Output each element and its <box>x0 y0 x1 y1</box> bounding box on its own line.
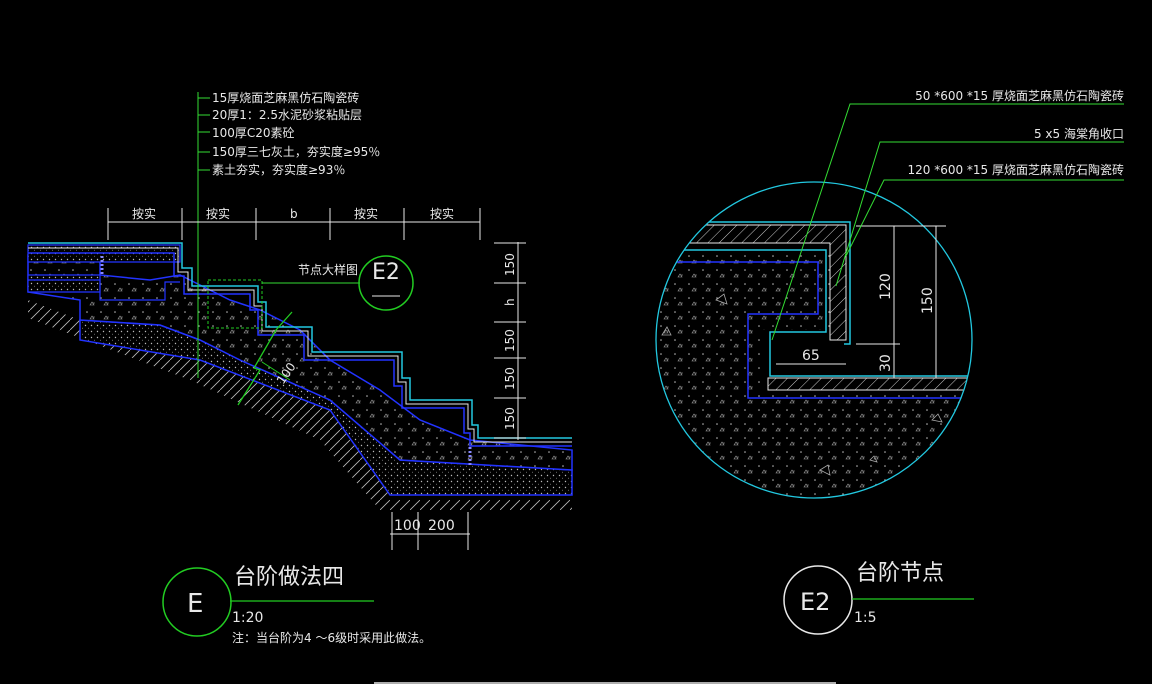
title-block-e2: E2 台阶节点 1:5 <box>783 561 974 635</box>
node-dim-riser: 120 <box>878 273 894 300</box>
top-dim-4: 按实 <box>354 206 378 221</box>
right-dim-2: h <box>503 298 517 306</box>
top-dim-5: 按实 <box>430 206 454 221</box>
layer-leader-ticks <box>198 97 210 171</box>
node-bedding <box>656 261 972 399</box>
node-boundary-circle <box>655 181 973 499</box>
layer-note-4: 150厚三七灰土，夯实度≥95％ <box>212 144 380 159</box>
title-bubble-e <box>162 567 232 637</box>
right-dim-3: 150 <box>503 329 517 352</box>
break-line <box>237 311 293 406</box>
layer-note-1: 15厚烧面芝麻黑仿石陶瓷砖 <box>212 90 359 105</box>
scale-e: 1:20 <box>232 610 263 626</box>
layer-note-5: 素土夯实，夯实度≥93％ <box>212 162 345 177</box>
node-dim-nose: 65 <box>802 348 820 364</box>
node-profile-mid <box>656 249 972 377</box>
scale-e2: 1:5 <box>854 610 877 626</box>
right-dim-4: 150 <box>503 367 517 390</box>
bottom-dimension-chain <box>390 512 470 550</box>
title-e: 台阶做法四 <box>234 565 344 590</box>
layer-note-2: 20厚1：2.5水泥砂浆粘贴层 <box>212 107 362 122</box>
node-dim-total: 150 <box>920 287 936 314</box>
note-e: 注：当台阶为4 ～6级时采用此做法。 <box>232 630 431 645</box>
title-block-e: E 台阶做法四 1:20 注：当台阶为4 ～6级时采用此做法。 <box>162 565 431 645</box>
top-dim-1: 按实 <box>132 206 156 221</box>
callout-label: 节点大样图 <box>298 262 358 277</box>
layer-note-3: 100厚C20素砼 <box>212 126 295 140</box>
top-dim-2: 按实 <box>206 206 230 221</box>
node-label-2: 5 x5 海棠角收口 <box>1034 126 1124 141</box>
top-dim-3: b <box>290 207 298 221</box>
step-profile-white <box>28 247 572 443</box>
right-dimension-chain <box>494 242 526 440</box>
lime-soil-layer <box>79 319 573 496</box>
detail-e-section: 100 15厚烧面芝麻黑仿石陶瓷砖 20厚1：2.5水泥砂浆粘贴层 100厚C2… <box>27 90 573 550</box>
node-dimension-lines <box>776 225 946 379</box>
bottom-dim-1: 100 <box>394 518 421 534</box>
node-concrete <box>656 250 972 498</box>
node-leader-1 <box>771 103 1124 341</box>
node-profile-top <box>656 221 851 345</box>
node-tread-tile <box>767 377 972 391</box>
title-id-e: E <box>187 589 203 619</box>
layer-notes: 15厚烧面芝麻黑仿石陶瓷砖 20厚1：2.5水泥砂浆粘贴层 100厚C20素砼 … <box>212 90 380 177</box>
bottom-dim-2: 200 <box>428 518 455 534</box>
slab-dim-line <box>261 361 291 381</box>
title-bubble-e2 <box>783 565 853 635</box>
bedding-layer <box>28 252 572 447</box>
node-label-3: 120 *600 *15 厚烧面芝麻黑仿石陶瓷砖 <box>907 162 1124 177</box>
right-dim-1: 150 <box>503 253 517 276</box>
title-id-e2: E2 <box>800 588 830 616</box>
title-e2: 台阶节点 <box>856 561 944 586</box>
node-dim-base: 30 <box>878 354 894 372</box>
callout-id: E2 <box>372 260 400 285</box>
node-aggregate <box>661 293 943 476</box>
step-profile-cyan <box>28 242 572 439</box>
top-dimension-chain <box>107 208 481 240</box>
right-dim-5: 150 <box>503 407 517 430</box>
node-leader-2 <box>835 141 1124 287</box>
callout-bubble <box>358 255 414 311</box>
node-leader-3 <box>845 179 1124 257</box>
base-line <box>28 279 180 301</box>
detail-e2-node: 120 150 30 65 50 *600 *15 厚烧面芝麻黑仿石陶瓷砖 5 … <box>655 88 1124 499</box>
node-label-1: 50 *600 *15 厚烧面芝麻黑仿石陶瓷砖 <box>915 88 1124 103</box>
callout-box <box>207 279 263 329</box>
